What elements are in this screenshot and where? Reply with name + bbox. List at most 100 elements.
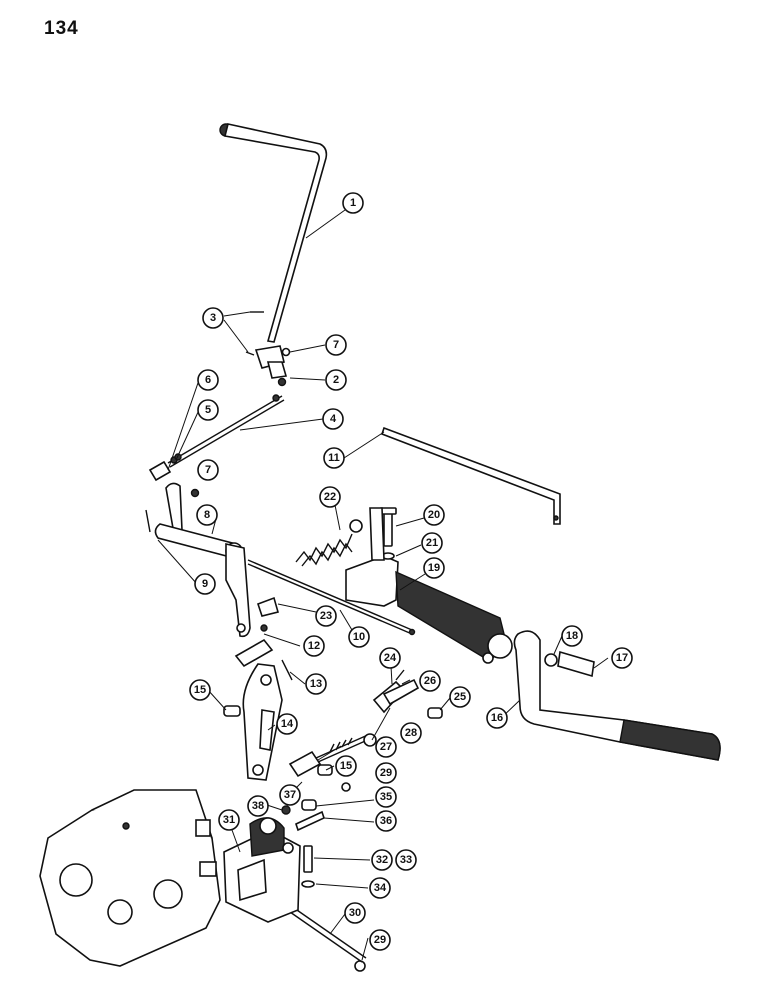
- pin-part: [223, 705, 241, 717]
- callout-19: 19: [423, 557, 445, 579]
- callout-7-upper: 7: [325, 334, 347, 356]
- pedal-shaft-part: [345, 555, 513, 664]
- svg-text:1: 1: [350, 197, 356, 209]
- clevis-part: [372, 669, 420, 714]
- svg-text:15: 15: [340, 760, 352, 772]
- svg-text:22: 22: [324, 491, 336, 503]
- callout-7-lower: 7: [197, 459, 219, 481]
- svg-text:29: 29: [374, 934, 386, 946]
- callout-36: 36: [375, 810, 397, 832]
- svg-text:18: 18: [566, 630, 578, 642]
- callout-8: 8: [196, 504, 218, 526]
- callout-27: 27: [375, 736, 397, 758]
- pin-link-part: [234, 624, 274, 668]
- callout-30: 30: [344, 902, 366, 924]
- svg-text:33: 33: [400, 854, 412, 866]
- callout-4: 4: [322, 408, 344, 430]
- svg-text:37: 37: [284, 789, 296, 801]
- callout-11: 11: [323, 447, 345, 469]
- svg-text:24: 24: [384, 652, 397, 664]
- svg-text:9: 9: [202, 578, 208, 590]
- svg-text:31: 31: [223, 814, 235, 826]
- callout-29-lower: 29: [369, 929, 391, 951]
- callout-34: 34: [369, 877, 391, 899]
- svg-text:25: 25: [454, 691, 466, 703]
- svg-text:5: 5: [205, 404, 211, 416]
- washer-part: [341, 782, 351, 792]
- svg-text:14: 14: [281, 718, 294, 730]
- svg-text:36: 36: [380, 815, 392, 827]
- clevis-pin-part: [427, 707, 443, 719]
- valve-bracket-part: [223, 817, 301, 923]
- svg-text:7: 7: [205, 464, 211, 476]
- callout-20: 20: [423, 504, 445, 526]
- svg-text:16: 16: [491, 712, 503, 724]
- page-number: 134: [44, 18, 79, 39]
- svg-text:4: 4: [330, 413, 337, 425]
- callout-14: 14: [276, 713, 298, 735]
- svg-text:30: 30: [349, 907, 361, 919]
- svg-text:19: 19: [428, 562, 440, 574]
- callout-18: 18: [561, 625, 583, 647]
- callout-32: 32: [371, 849, 393, 871]
- callout-24: 24: [379, 647, 401, 669]
- bracket-part: [256, 596, 279, 617]
- washer-part-lower: [354, 960, 366, 972]
- long-rod-part: [380, 426, 561, 525]
- callout-9: 9: [194, 573, 216, 595]
- fasteners-part: [281, 799, 325, 888]
- svg-text:6: 6: [205, 374, 211, 386]
- svg-text:17: 17: [616, 652, 628, 664]
- svg-text:15: 15: [194, 684, 206, 696]
- callout-23: 23: [315, 605, 337, 627]
- svg-text:11: 11: [328, 452, 340, 464]
- callout-5: 5: [197, 399, 219, 421]
- callout-6: 6: [197, 369, 219, 391]
- svg-text:26: 26: [424, 675, 436, 687]
- cotter-pin-part: [281, 659, 293, 681]
- bolt-washer-part: [544, 650, 595, 678]
- callout-29-upper: 29: [375, 762, 397, 784]
- pedal-part: [513, 630, 721, 761]
- callout-22: 22: [319, 486, 341, 508]
- callout-35: 35: [375, 786, 397, 808]
- callout-17: 17: [611, 647, 633, 669]
- callout-33: 33: [395, 849, 417, 871]
- callout-13: 13: [305, 673, 327, 695]
- callout-3: 3: [202, 307, 224, 329]
- callout-10: 10: [348, 626, 370, 648]
- svg-text:20: 20: [428, 509, 440, 521]
- svg-text:35: 35: [380, 791, 392, 803]
- long-pin-part: [289, 907, 367, 963]
- callout-25: 25: [449, 686, 471, 708]
- callout-16: 16: [486, 707, 508, 729]
- svg-text:8: 8: [204, 509, 210, 521]
- callout-1: 1: [342, 192, 364, 214]
- lever-part: [219, 123, 328, 343]
- callout-12: 12: [303, 635, 325, 657]
- cross-shaft-part: [145, 482, 251, 638]
- svg-text:27: 27: [380, 741, 392, 753]
- svg-text:2: 2: [333, 374, 339, 386]
- svg-text:13: 13: [310, 678, 322, 690]
- spring-part: [295, 507, 385, 567]
- svg-text:32: 32: [376, 854, 388, 866]
- callout-2: 2: [325, 369, 347, 391]
- callout-26: 26: [419, 670, 441, 692]
- callout-15-upper: 15: [189, 679, 211, 701]
- svg-text:21: 21: [426, 537, 438, 549]
- svg-text:28: 28: [405, 727, 417, 739]
- svg-text:3: 3: [210, 312, 216, 324]
- adjusting-rod-part: [288, 733, 377, 778]
- svg-text:23: 23: [320, 610, 332, 622]
- callout-31: 31: [218, 809, 240, 831]
- svg-text:7: 7: [333, 339, 339, 351]
- svg-text:10: 10: [353, 631, 365, 643]
- svg-text:12: 12: [308, 640, 320, 652]
- callout-37: 37: [279, 784, 301, 806]
- lever-bracket-part: [245, 311, 291, 387]
- bell-crank-part: [242, 663, 283, 781]
- svg-text:38: 38: [252, 800, 264, 812]
- callout-28: 28: [400, 722, 422, 744]
